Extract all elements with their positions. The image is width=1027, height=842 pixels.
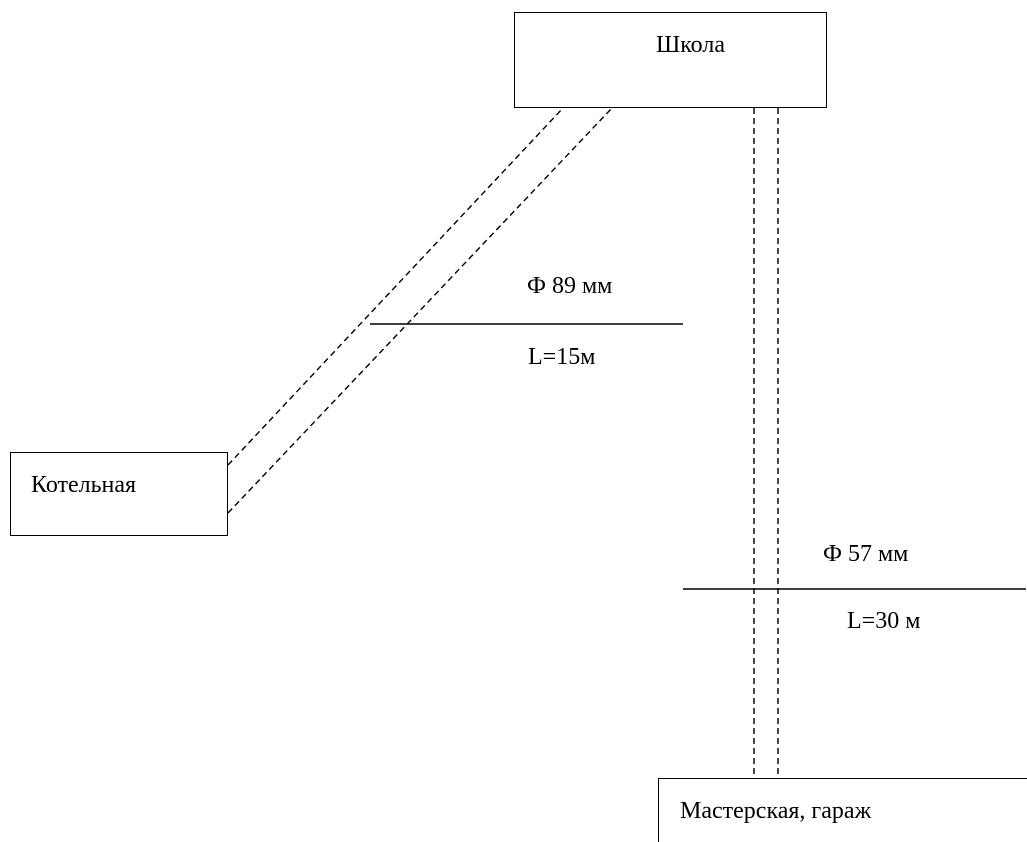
pipe-boiler-school-line-1 [227,107,564,466]
school-label: Школа [656,32,725,58]
boiler-house-box [10,452,228,536]
pipe-school-workshop-length: L=30 м [847,608,921,634]
pipe-boiler-school-line-2 [227,107,613,514]
workshop-garage-box [658,778,1027,842]
school-box [514,12,827,108]
pipe-school-workshop-diameter: Ф 57 мм [823,541,909,567]
boiler-house-label: Котельная [31,472,137,498]
pipe-boiler-school-length: L=15м [528,344,596,370]
pipe-boiler-school-diameter: Ф 89 мм [527,273,613,299]
workshop-garage-label: Мастерская, гараж [680,798,872,824]
